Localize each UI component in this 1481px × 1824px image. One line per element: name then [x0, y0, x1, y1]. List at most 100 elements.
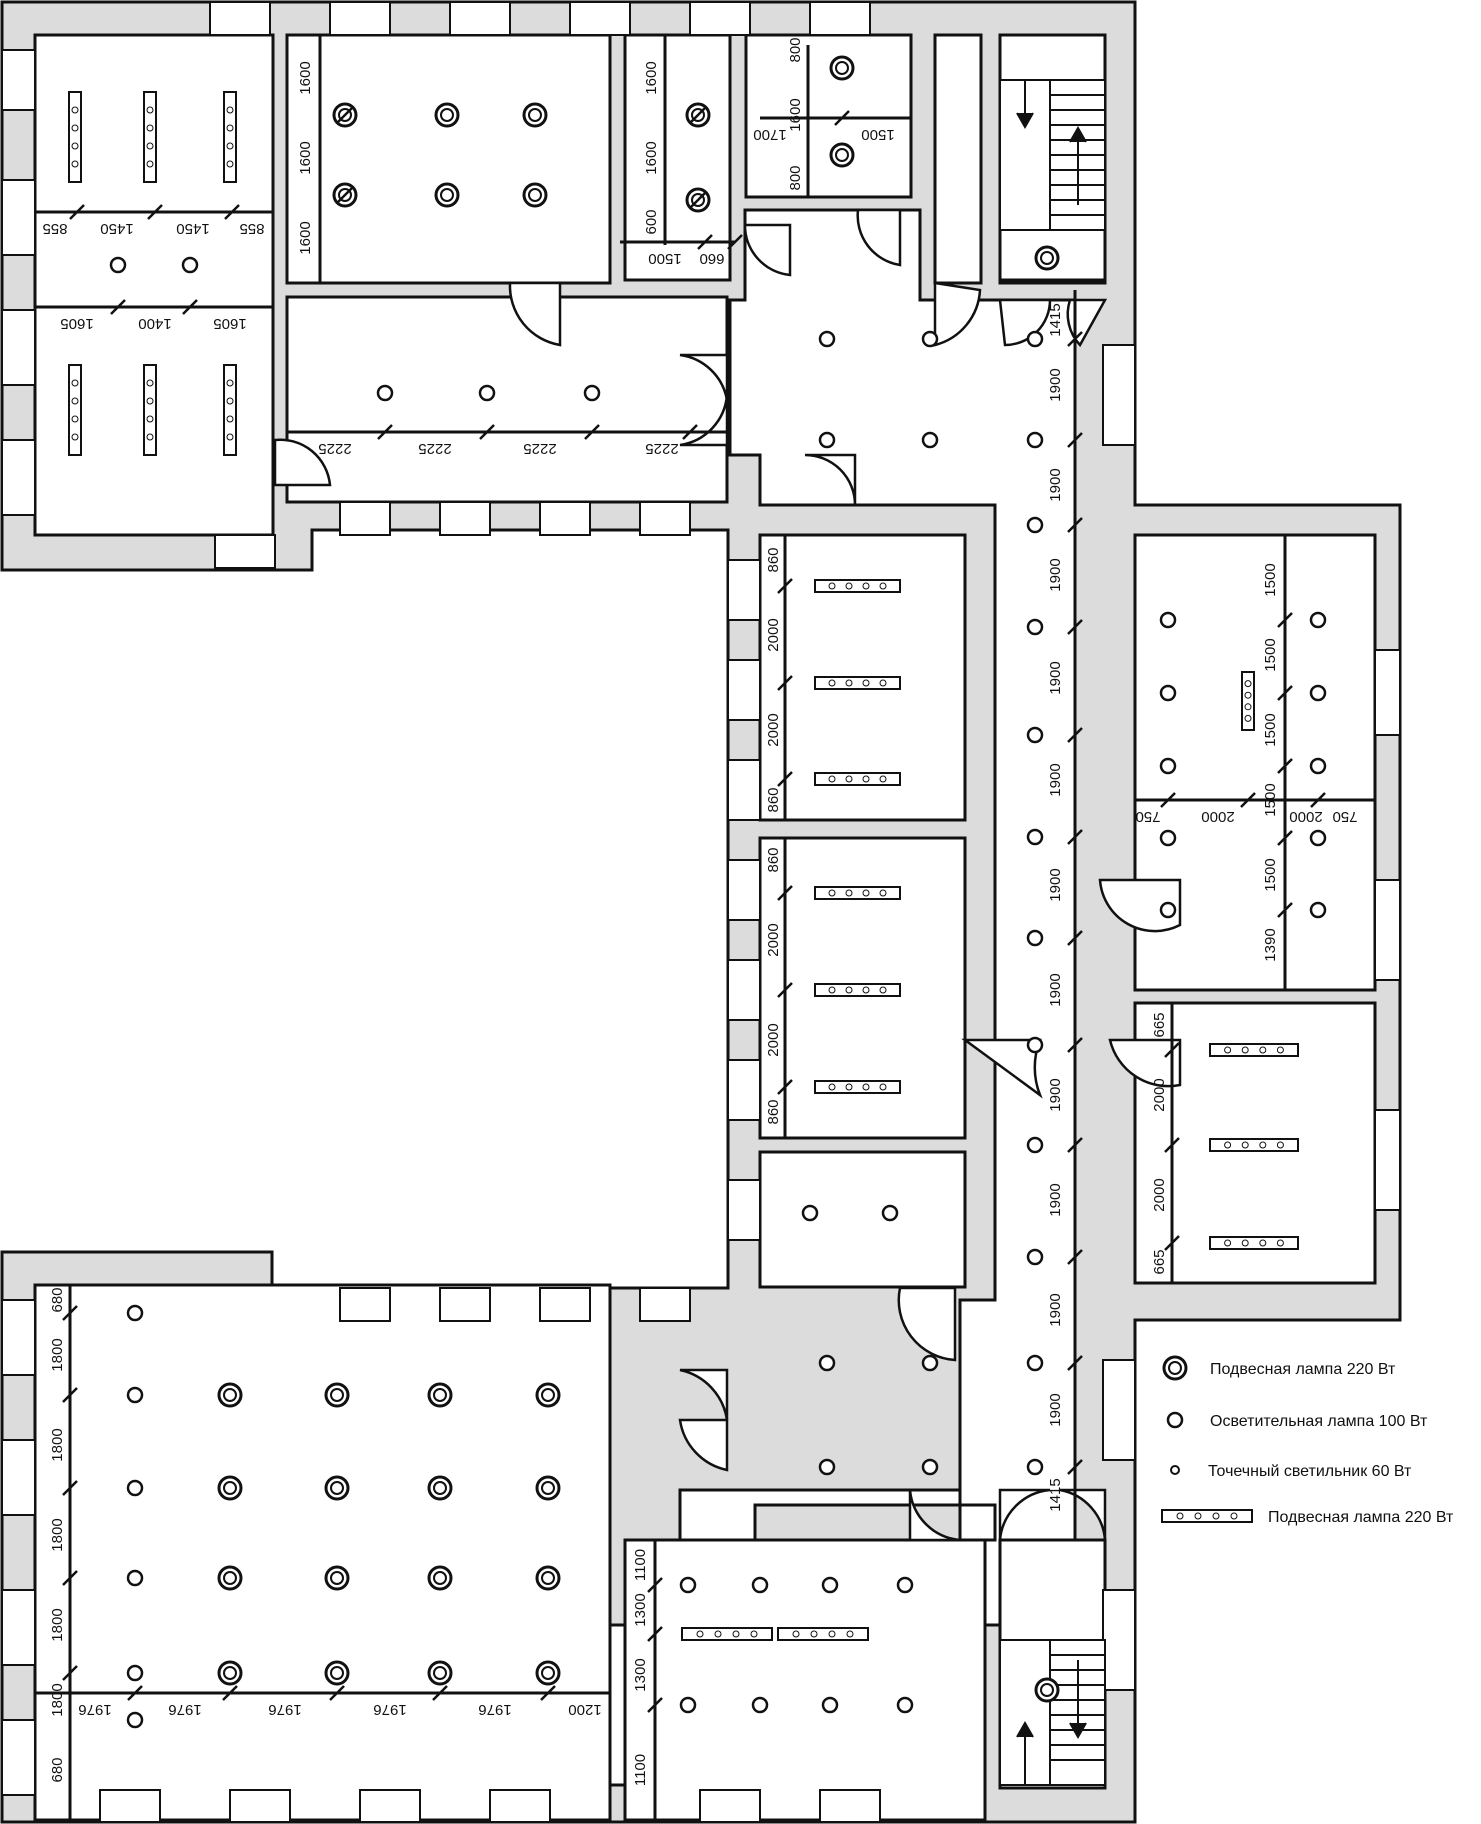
dimension-tick: [1067, 1459, 1083, 1475]
dimension-tick: [1277, 612, 1293, 628]
dimension-tick: [777, 771, 793, 787]
dimension-label: 2000: [1151, 1078, 1168, 1111]
lighting-lamp-icon: [751, 1696, 769, 1714]
pendant-lamp-icon: [829, 55, 855, 81]
dimension-label: 2000: [765, 923, 782, 956]
dimension-tick: [1067, 1037, 1083, 1053]
pendant-lamp-icon: [829, 142, 855, 168]
dimension-label: 1500: [1262, 783, 1279, 816]
dimension-tick: [1277, 830, 1293, 846]
pendant-bar-lamp-icon: [681, 1627, 773, 1641]
dimension-label: 1900: [1047, 1183, 1064, 1216]
lighting-lamp-icon: [1309, 829, 1327, 847]
dimension-label: 1900: [1047, 661, 1064, 694]
lighting-lamp-icon: [818, 330, 836, 348]
dimension-label: 855: [42, 220, 67, 237]
dimension-label: 600: [643, 209, 660, 234]
dimension-tick: [337, 187, 353, 203]
dimension-label: 1976: [373, 1701, 406, 1718]
lighting-lamp-icon: [1159, 684, 1177, 702]
dimension-tick: [647, 1577, 663, 1593]
dimension-label: 1800: [49, 1338, 66, 1371]
legend-label-pendant: Подвесная лампа 220 Вт: [1210, 1361, 1396, 1378]
dimension-tick: [224, 204, 240, 220]
lighting-lamp-icon: [1309, 611, 1327, 629]
lighting-lamp-icon: [1309, 901, 1327, 919]
dimension-tick: [377, 424, 393, 440]
lighting-lamp-icon: [921, 1458, 939, 1476]
dimension-tick: [62, 1665, 78, 1681]
dimension-tick: [1067, 930, 1083, 946]
dimension-label: 1800: [49, 1428, 66, 1461]
pendant-bar-lamp-icon: [1241, 671, 1255, 731]
dimension-label: 1976: [78, 1701, 111, 1718]
lighting-lamp-icon: [1026, 828, 1044, 846]
dimension-tick: [647, 1626, 663, 1642]
pendant-bar-lamp-icon: [1209, 1043, 1299, 1057]
dimension-label: 1800: [49, 1608, 66, 1641]
lighting-lamp-icon: [921, 330, 939, 348]
dimension-label: 800: [787, 165, 804, 190]
pendant-bar-lamp-icon: [814, 886, 901, 900]
dimension-label: 1976: [168, 1701, 201, 1718]
dimension-tick: [127, 1685, 143, 1701]
pendant-bar-lamp-icon: [814, 983, 901, 997]
dimension-tick: [834, 110, 850, 126]
dimension-label: 1500: [1262, 858, 1279, 891]
pendant-bar-lamp-icon: [143, 91, 157, 183]
lighting-lamp-icon: [751, 1576, 769, 1594]
pendant-lamp-icon: [217, 1382, 243, 1408]
dimension-tick: [182, 299, 198, 315]
dimension-label: 1605: [213, 315, 246, 332]
pendant-lamp-icon: [522, 182, 548, 208]
lighting-lamp-icon: [896, 1576, 914, 1594]
dimension-tick: [479, 424, 495, 440]
dimension-tick: [1277, 758, 1293, 774]
pendant-bar-lamp-icon: [1209, 1236, 1299, 1250]
lighting-lamp-icon: [679, 1696, 697, 1714]
dimension-label: 1600: [297, 221, 314, 254]
pendant-lamp-icon: [324, 1660, 350, 1686]
pendant-lamp-icon: [434, 182, 460, 208]
dimension-tick: [1160, 792, 1176, 808]
lighting-lamp-icon: [1026, 1136, 1044, 1154]
pendant-lamp-icon: [1034, 1677, 1060, 1703]
dimension-label: 680: [49, 1757, 66, 1782]
lighting-lamp-icon: [1159, 757, 1177, 775]
dimension-label: 1900: [1047, 1078, 1064, 1111]
dimension-label: 1415: [1047, 1478, 1064, 1511]
lighting-lamp-icon: [1026, 1036, 1044, 1054]
dimension-tick: [1310, 792, 1326, 808]
dimension-label: 1900: [1047, 868, 1064, 901]
pendant-bar-lamp-icon: [1209, 1138, 1299, 1152]
dimension-label: 2000: [765, 618, 782, 651]
pendant-bar-lamp-icon: [143, 364, 157, 456]
pendant-bar-lamp-icon: [68, 91, 82, 183]
pendant-bar-lamp-icon: [223, 364, 237, 456]
dimension-lines: [35, 35, 1375, 1820]
dimension-label: 860: [765, 787, 782, 812]
dimension-label: 860: [765, 1099, 782, 1124]
dimension-tick: [222, 1685, 238, 1701]
legend-lighting-lamp-icon: [1166, 1411, 1184, 1429]
pendant-bar-lamp-icon: [814, 676, 901, 690]
lighting-lamp-icon: [1026, 516, 1044, 534]
dimension-label: 2000: [765, 713, 782, 746]
dimension-tick: [777, 675, 793, 691]
dimension-tick: [110, 299, 126, 315]
dimension-label: 800: [787, 37, 804, 62]
dimension-tick: [62, 1387, 78, 1403]
dimension-label: 1900: [1047, 1293, 1064, 1326]
pendant-bar-lamp-icon: [814, 1080, 901, 1094]
dimension-label: 1300: [632, 1593, 649, 1626]
pendant-lamp-icon: [324, 1565, 350, 1591]
dimension-label: 2000: [1289, 808, 1322, 825]
dimension-tick: [1067, 1249, 1083, 1265]
dimension-tick: [1067, 517, 1083, 533]
dimension-label: 2000: [765, 1023, 782, 1056]
dimension-tick: [329, 1685, 345, 1701]
dimension-label: 1300: [632, 1658, 649, 1691]
dimension-label: 1200: [568, 1701, 601, 1718]
dimension-tick: [690, 192, 706, 208]
